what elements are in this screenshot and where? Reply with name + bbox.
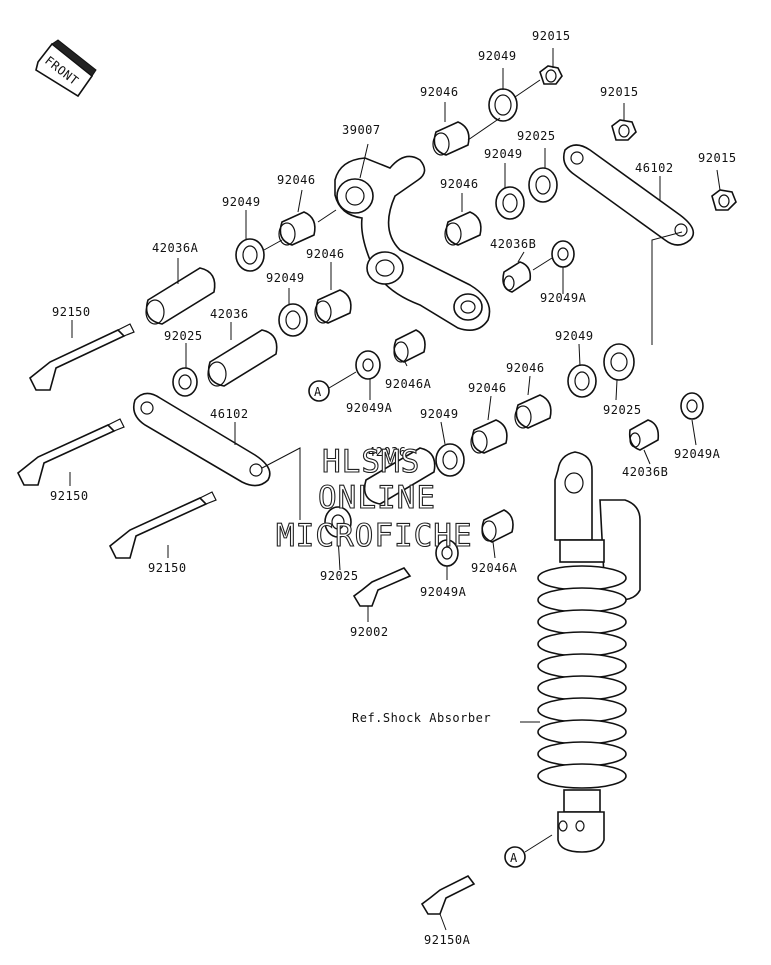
label-92049-a: 92049 xyxy=(478,49,517,63)
tie-rod-46102-right xyxy=(562,144,695,246)
label-92002: 92002 xyxy=(350,625,389,639)
label-92025-a: 92025 xyxy=(517,129,556,143)
front-arrow-icon: FRONT xyxy=(35,39,97,98)
bolt-92150A xyxy=(420,874,476,915)
tie-rod-46102-left xyxy=(132,392,271,487)
shock-absorber xyxy=(537,451,641,853)
label-42036A: 42036A xyxy=(152,241,199,255)
washer-92049A-mid xyxy=(355,350,381,380)
label-92049A-a: 92049A xyxy=(540,291,587,305)
watermark-line-1: HLSMS xyxy=(322,444,420,480)
bearing-92046A-lower xyxy=(481,509,514,543)
bolt-92150-middle xyxy=(16,418,125,486)
collar-42036B-upper xyxy=(502,261,532,293)
washer-92025-right-top xyxy=(528,167,558,203)
nut-92015-top xyxy=(539,65,563,85)
bolt-92150-lower xyxy=(108,491,217,559)
label-92015-b: 92015 xyxy=(600,85,639,99)
label-92015-a: 92015 xyxy=(532,29,571,43)
label-92049-e: 92049 xyxy=(555,329,594,343)
label-92046-e: 92046 xyxy=(506,361,545,375)
watermark-line-3: MICROFICHE xyxy=(276,518,473,554)
ref-circle-a-lower xyxy=(504,846,526,868)
label-92046-b: 92046 xyxy=(277,173,316,187)
bearing-92046-top xyxy=(432,121,470,156)
label-92046-a: 92046 xyxy=(420,85,459,99)
ref-a-lower-label: A xyxy=(510,851,518,865)
bearing-92046-center xyxy=(470,419,508,454)
washer-92049-right-mid xyxy=(567,364,597,398)
label-92046-d: 92046 xyxy=(306,247,345,261)
collar-42036-lower xyxy=(363,447,436,505)
washer-92025-left xyxy=(172,367,198,397)
label-92046-f: 92046 xyxy=(468,381,507,395)
washer-92049-top xyxy=(488,88,518,122)
label-39007: 39007 xyxy=(342,123,381,137)
nut-92015-mid xyxy=(611,119,637,141)
rocker-arm-39007 xyxy=(334,155,491,331)
collar-42036A xyxy=(145,267,216,325)
label-92046-c: 92046 xyxy=(440,177,479,191)
part-labels: 92015 92049 92046 92015 39007 92025 9204… xyxy=(50,29,737,947)
label-92025-b: 92025 xyxy=(164,329,203,343)
bearing-92046-mid xyxy=(444,211,482,246)
watermark: HLSMS ONLINE MICROFICHE xyxy=(275,443,473,554)
label-92150A: 92150A xyxy=(424,933,471,947)
label-92046A-a: 92046A xyxy=(385,377,432,391)
collar-42036 xyxy=(207,329,278,387)
label-92150-b: 92150 xyxy=(50,489,89,503)
washer-92025-right-mid xyxy=(603,343,635,381)
label-92025-d: 92025 xyxy=(320,569,359,583)
ref-circle-a-upper xyxy=(308,380,330,402)
label-92049-b: 92049 xyxy=(484,147,523,161)
watermark-line-2: ONLINE xyxy=(318,480,436,516)
label-42036B-a: 42036B xyxy=(490,237,536,251)
washer-92049-left xyxy=(235,238,265,272)
label-92049A-d: 92049A xyxy=(420,585,467,599)
washer-92049-lower-left xyxy=(278,303,308,337)
label-92046A-b: 92046A xyxy=(471,561,518,575)
label-ref-shock-absorber: Ref.Shock Absorber xyxy=(352,711,491,725)
label-92150-a: 92150 xyxy=(52,305,91,319)
bearing-92046-lower-left xyxy=(314,289,352,324)
label-42036B-b: 42036B xyxy=(622,465,668,479)
bolt-92002 xyxy=(352,567,412,607)
collar-42036B-right xyxy=(628,419,660,451)
washer-92049A-right xyxy=(680,392,704,420)
washer-92049-center xyxy=(435,443,465,477)
label-92150-c: 92150 xyxy=(148,561,187,575)
label-92049A-b: 92049A xyxy=(346,401,393,415)
nut-92015-right xyxy=(711,189,737,211)
label-92015-c: 92015 xyxy=(698,151,737,165)
washer-92049A-upper xyxy=(551,240,575,268)
label-92049A-c: 92049A xyxy=(674,447,721,461)
bearing-92046-left xyxy=(278,211,316,246)
label-92049-c: 92049 xyxy=(222,195,261,209)
label-46102-b: 46102 xyxy=(210,407,249,421)
label-42036: 42036 xyxy=(210,307,249,321)
label-42036-c: 42036 xyxy=(368,445,407,459)
label-92049-d: 92049 xyxy=(266,271,305,285)
bearing-92046-right-mid xyxy=(514,394,552,429)
label-46102-a: 46102 xyxy=(635,161,674,175)
bearing-92046A-upper xyxy=(393,329,426,363)
bolt-92150-top xyxy=(28,323,135,391)
washer-92049-mid xyxy=(495,186,525,220)
leader-lines xyxy=(69,48,721,931)
label-92049-f: 92049 xyxy=(420,407,459,421)
label-92025-c: 92025 xyxy=(603,403,642,417)
ref-a-upper-label: A xyxy=(314,385,322,399)
